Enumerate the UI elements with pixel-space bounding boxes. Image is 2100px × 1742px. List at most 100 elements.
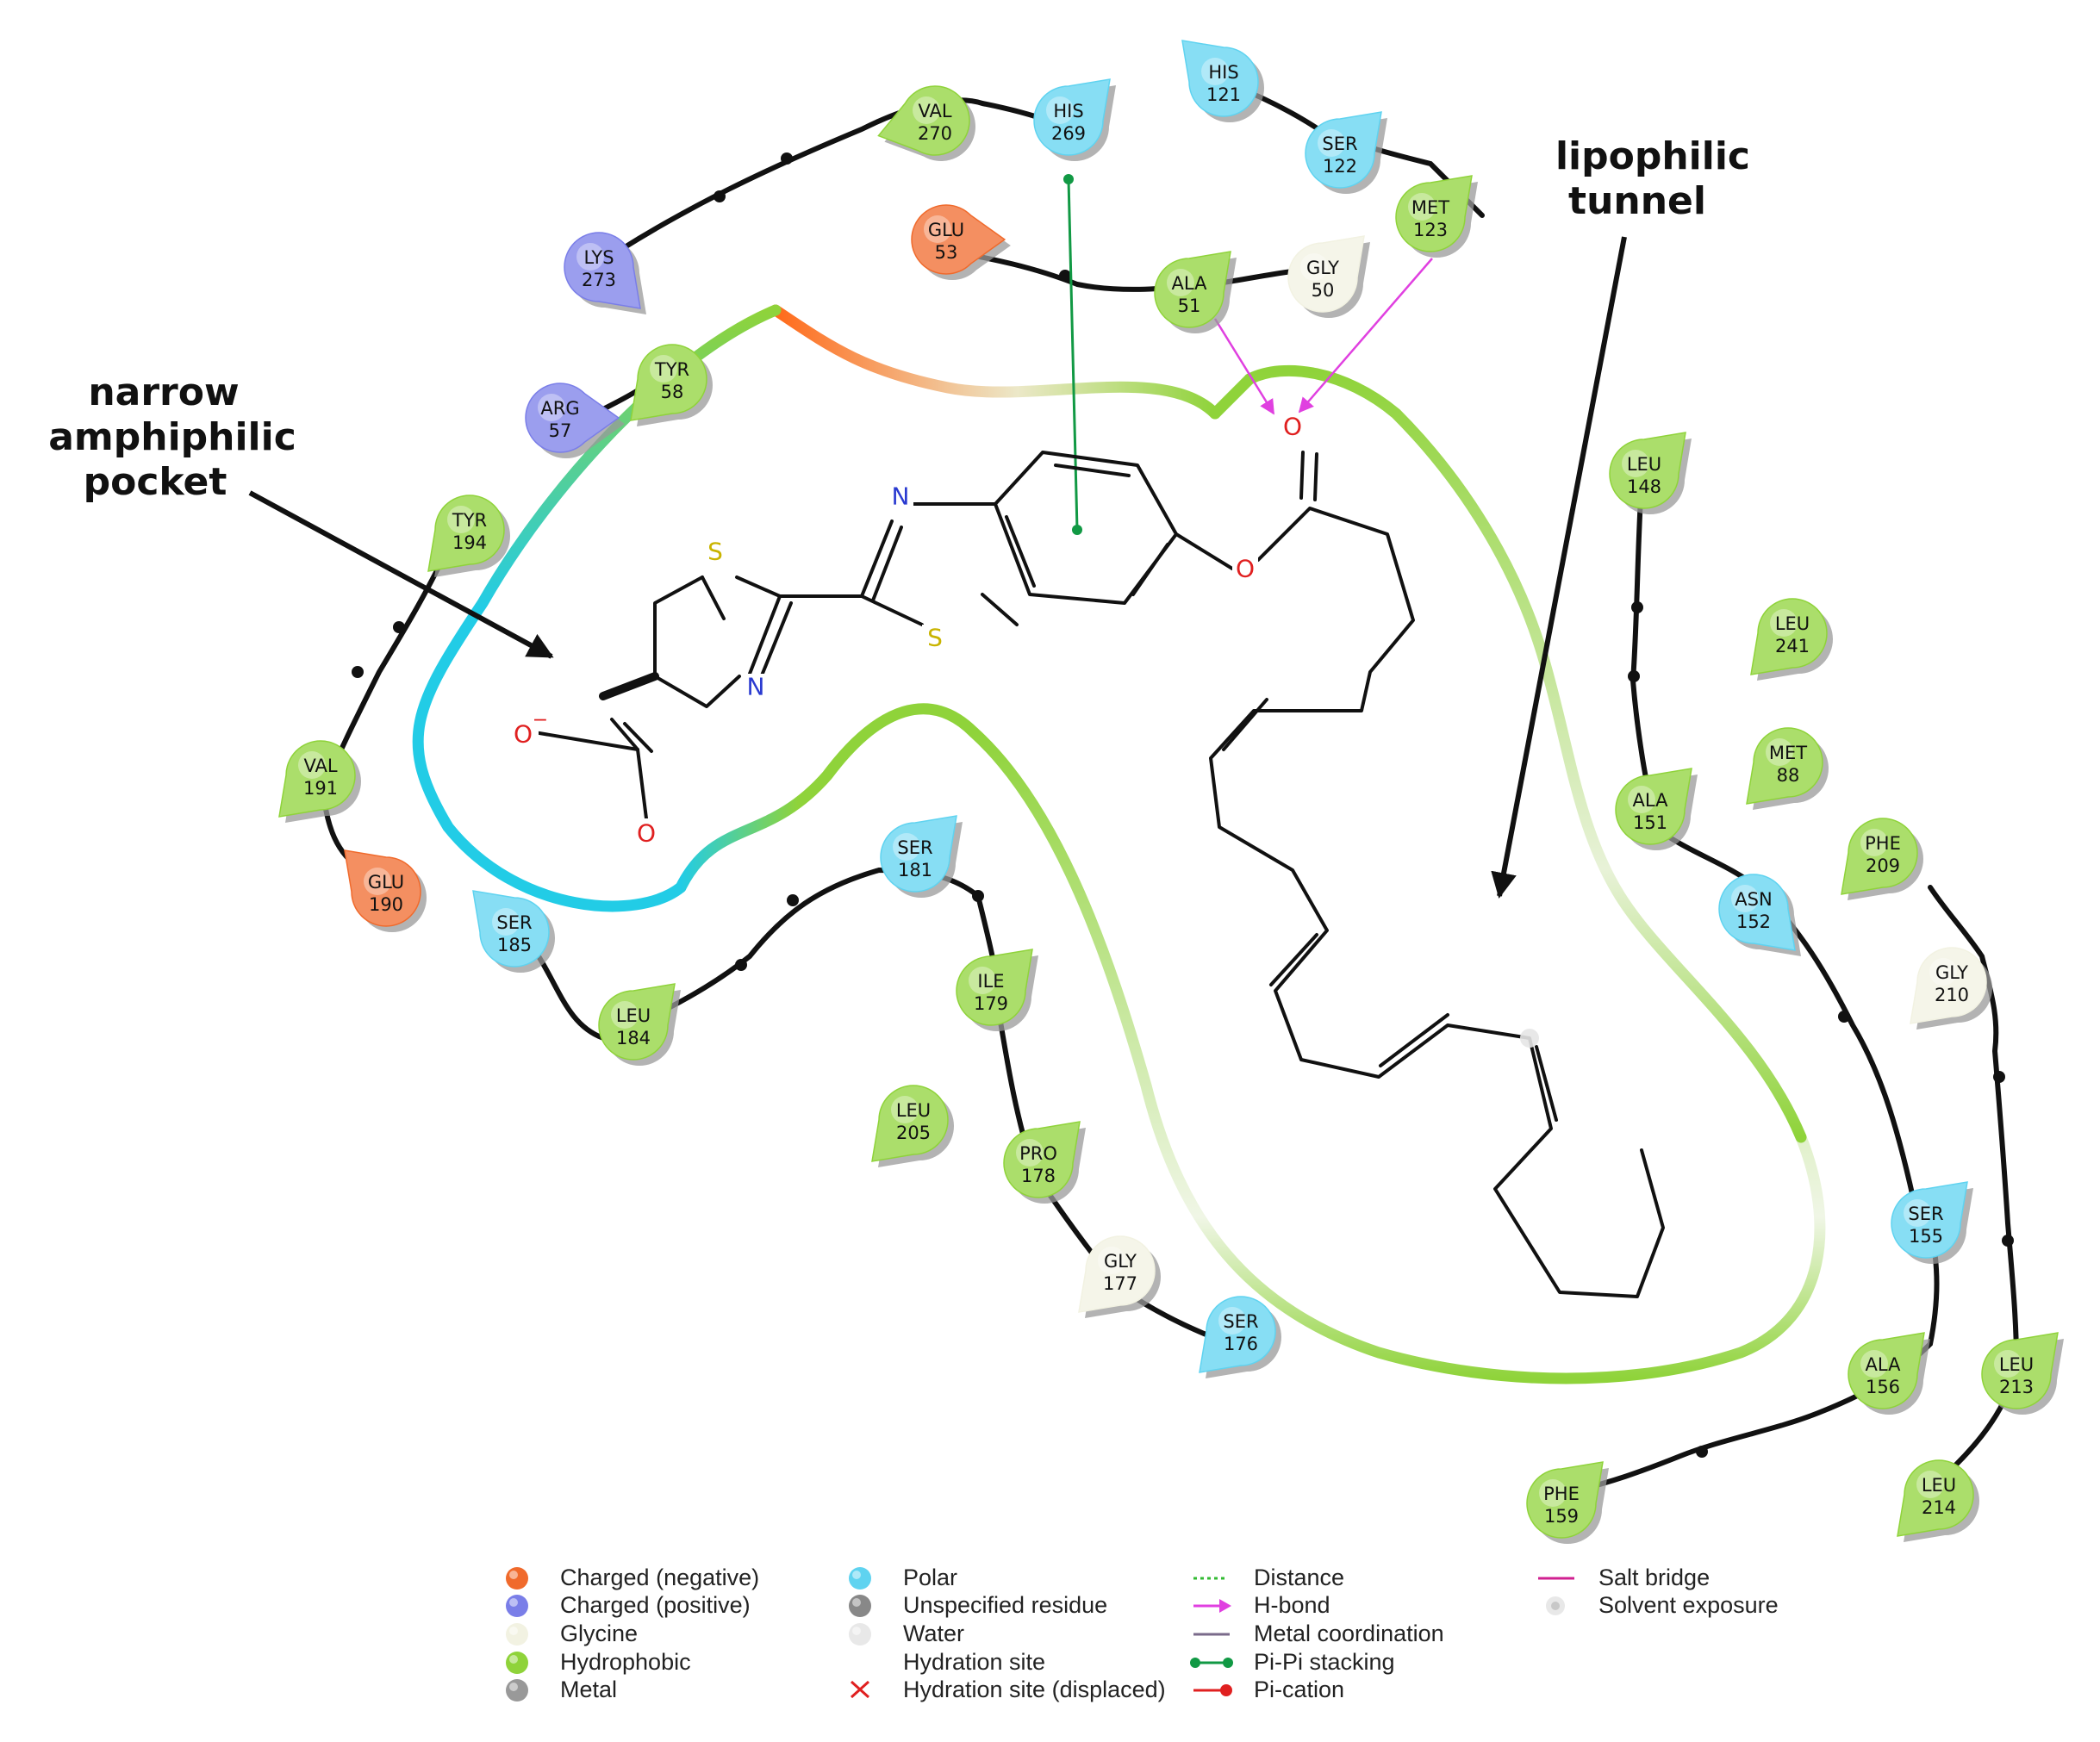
residue-number: 210	[1935, 985, 1969, 1005]
atom-s1: S	[707, 538, 723, 566]
legend-label: Glycine	[560, 1621, 638, 1646]
residue-name: VAL	[303, 756, 337, 776]
residue-name: TYR	[654, 359, 689, 380]
residue-name: SER	[1322, 134, 1357, 154]
residue-number: 123	[1413, 220, 1448, 240]
atom-n1: N	[747, 673, 765, 701]
residue-number: 194	[452, 532, 487, 553]
ligand-atom-labels: S N N S O O O − O	[513, 413, 1539, 1048]
residue-number: 177	[1103, 1273, 1137, 1294]
residue-number: 151	[1633, 812, 1667, 833]
residue-number: 156	[1866, 1377, 1900, 1397]
residue-name: ASN	[1735, 889, 1772, 910]
legend-label: Solvent exposure	[1598, 1592, 1779, 1618]
residue-name: LYS	[583, 247, 614, 268]
legend-label: Pi-cation	[1254, 1677, 1344, 1702]
annotation-pocket-line-3: pocket	[84, 460, 227, 504]
residue-number: 58	[661, 382, 684, 402]
pocket-arrow	[248, 490, 554, 659]
residue-name: ALA	[1866, 1354, 1902, 1375]
atom-o-carbonyl: O	[1283, 413, 1302, 441]
legend-item-hydration-site-displaced: Hydration site (displaced)	[850, 1677, 1166, 1702]
residue-number: 53	[935, 242, 958, 263]
charge-minus: −	[533, 710, 548, 731]
legend-label: Salt bridge	[1598, 1565, 1710, 1590]
legend-item-polar: Polar	[849, 1565, 957, 1590]
residue-number: 205	[896, 1123, 931, 1143]
residue-name: ALA	[1172, 273, 1208, 294]
legend-label: Metal	[560, 1677, 617, 1702]
legend-label: Hydration site (displaced)	[903, 1677, 1166, 1702]
legend-item-water: Water	[849, 1621, 964, 1646]
legend-item-metal-coordination: Metal coordination	[1193, 1621, 1444, 1646]
residue-number: 241	[1775, 636, 1810, 656]
residue-name: PRO	[1019, 1143, 1057, 1164]
residue-name: PHE	[1543, 1484, 1580, 1504]
residue-number: 159	[1544, 1506, 1579, 1527]
annotation-tunnel-line-2: tunnel	[1568, 179, 1706, 223]
residue-number: 191	[303, 778, 338, 799]
annotation-pocket-line-1: narrow	[88, 370, 239, 414]
residue-number: 270	[918, 123, 952, 144]
residue-name: ARG	[540, 398, 579, 419]
residue-markers: VAL270HIS269HIS121SER122MET123LYS273GLU5…	[278, 40, 2064, 1544]
tunnel-arrow	[1491, 236, 1627, 899]
legend-item-charged-positive: Charged (positive)	[506, 1592, 751, 1618]
atom-o-acid: O	[637, 819, 656, 848]
annotation-arrows	[248, 236, 1627, 899]
residue-name: ALA	[1633, 790, 1669, 811]
legend-item-salt-bridge: Salt bridge	[1538, 1565, 1710, 1590]
residue-name: SER	[897, 837, 932, 858]
residue-number: 214	[1922, 1497, 1956, 1518]
legend-label: Unspecified residue	[903, 1592, 1107, 1618]
residue-name: GLU	[928, 220, 964, 240]
residue-number: 51	[1178, 296, 1201, 316]
legend-label: Charged (negative)	[560, 1565, 759, 1590]
residue-name: SER	[496, 912, 532, 933]
atom-n2: N	[892, 482, 910, 511]
residue-name: TYR	[452, 510, 487, 531]
residue-number: 213	[1999, 1377, 2034, 1397]
residue-name: LEU	[1775, 613, 1810, 634]
backbone-joint-dots	[352, 152, 2014, 1458]
residue-name: GLU	[368, 872, 404, 893]
legend-label: Charged (positive)	[560, 1592, 751, 1618]
residue-name: VAL	[918, 101, 951, 121]
residue-number: 190	[369, 894, 403, 915]
